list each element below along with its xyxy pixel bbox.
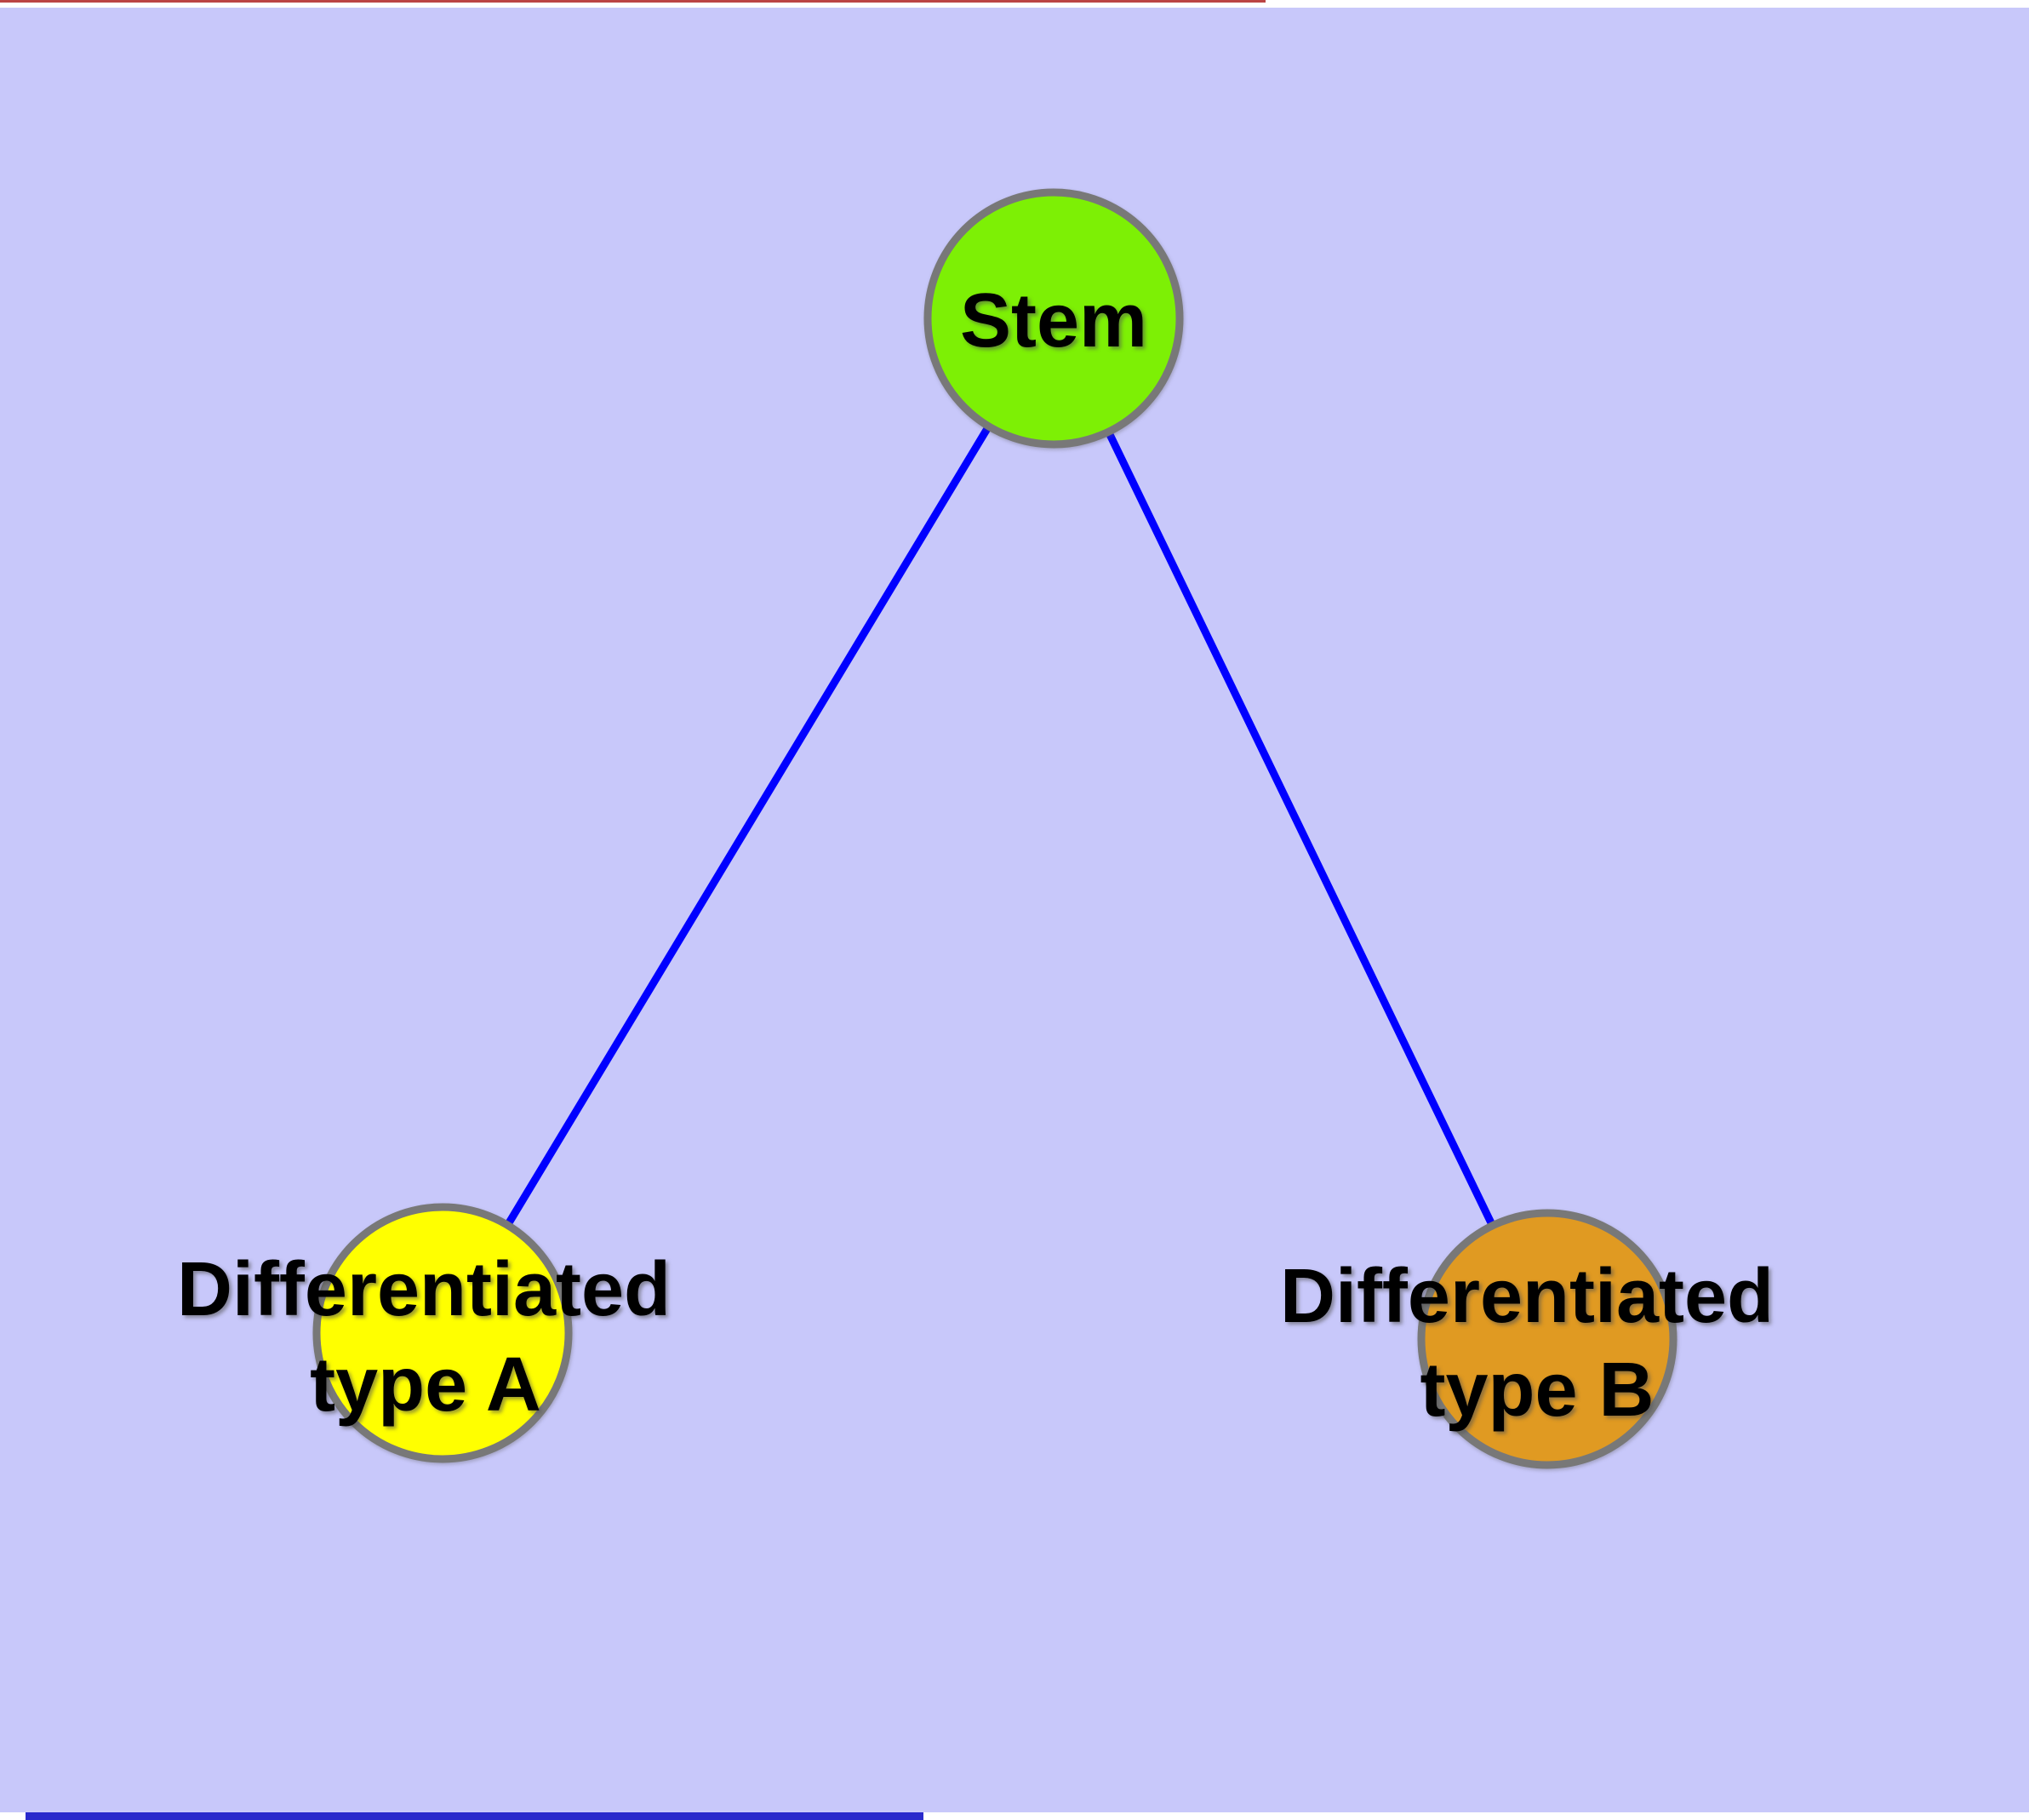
node-type-a-label-line1: Differentiated: [177, 1247, 671, 1332]
bottom-blue-line-artifact: [26, 1812, 923, 1820]
edge-stem-to-type-a: [439, 316, 1057, 1336]
node-type-b-circle: [1417, 1209, 1677, 1469]
bottom-edge-strip: [0, 1812, 2029, 1820]
node-type-a-label-line2: type A: [310, 1342, 541, 1428]
edge-stem-to-type-b: [1049, 317, 1552, 1341]
top-red-line-artifact: [0, 0, 1266, 3]
node-type-b-label-line1: Differentiated: [1280, 1254, 1774, 1339]
node-type-b-label-line2: type B: [1420, 1348, 1654, 1433]
node-stem-circle: [923, 188, 1184, 449]
node-type-a-circle: [312, 1203, 573, 1463]
node-stem-label: Stem: [960, 278, 1147, 363]
top-edge-strip: [0, 0, 2029, 8]
